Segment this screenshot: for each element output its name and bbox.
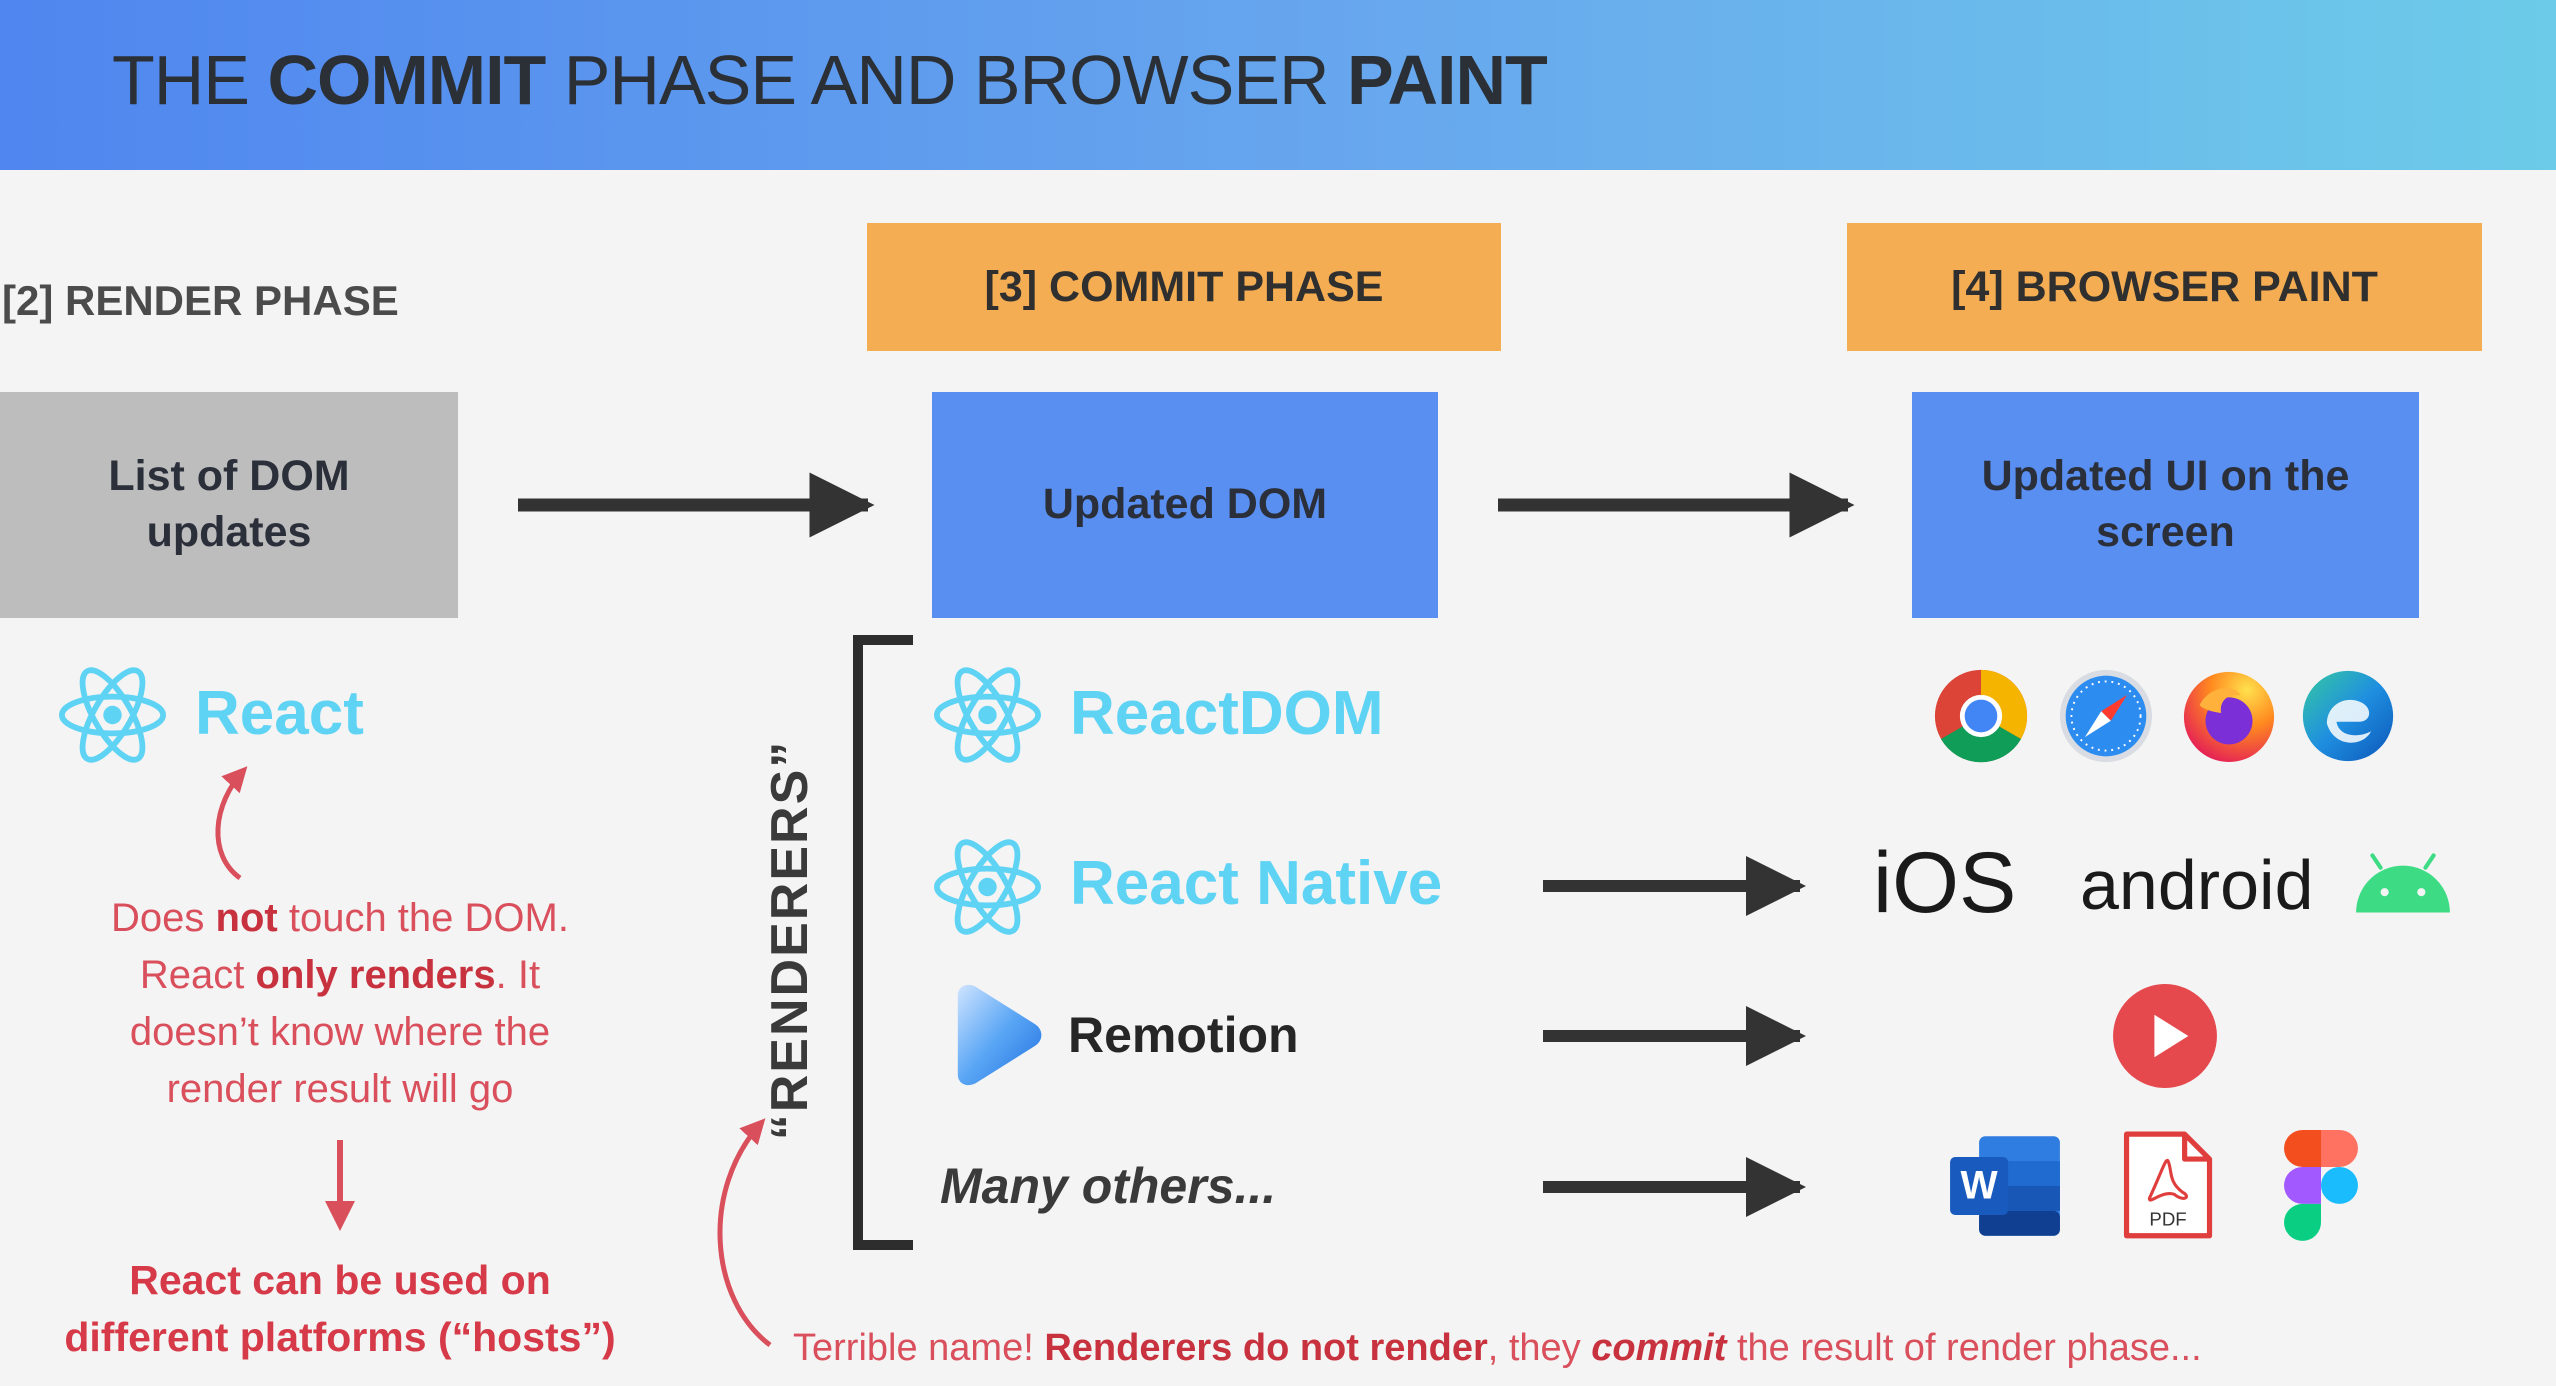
react-note: Does not touch the DOM. React only rende… [20, 890, 660, 1118]
footer-bold: Renderers do not render [1044, 1327, 1488, 1369]
title-part-bold: PAINT [1347, 41, 1548, 119]
updated-ui-box: Updated UI on the screen [1912, 392, 2419, 618]
android-robot-icon [2356, 853, 2450, 913]
figma-icon [2284, 1130, 2358, 1241]
react-label: React [195, 679, 364, 748]
title-part: THE [112, 41, 268, 119]
dom-updates-line: List of DOM [108, 452, 350, 501]
remotion-logo-icon [957, 984, 1042, 1086]
footer-part: the result of render phase... [1726, 1327, 2202, 1369]
hosts-note: React can be used on different platforms… [20, 1252, 660, 1366]
updated-ui-line: Updated UI on the [1981, 452, 2350, 501]
note-line: doesn’t know where the [129, 1010, 551, 1054]
curved-arrow-to-renderers [717, 1118, 772, 1347]
renderers-bracket [853, 635, 913, 1250]
title-part-bold: COMMIT [267, 41, 546, 119]
firefox-icon [2183, 671, 2275, 763]
note-part: Does [111, 896, 216, 940]
hosts-line: React can be used on [129, 1257, 551, 1303]
react-logo-icon [934, 667, 1041, 763]
note-bold: not [215, 896, 278, 940]
react-native-label: React Native [1070, 849, 1443, 918]
browser-paint-label: [4] BROWSER PAINT [1847, 223, 2482, 351]
android-label: android [2080, 846, 2314, 924]
react-logo-icon [59, 667, 166, 763]
dom-updates-line: updates [146, 508, 312, 556]
footer-part: Terrible name! [793, 1327, 1045, 1369]
word-icon: W [1950, 1136, 2060, 1236]
pdf-text: PDF [2149, 1208, 2186, 1229]
header-banner: THE COMMIT PHASE AND BROWSER PAINT [0, 0, 2556, 170]
dom-updates-box: List of DOM updates [0, 392, 458, 618]
note-part: . It [495, 953, 541, 997]
pdf-icon: PDF [2123, 1131, 2213, 1239]
footer-note: Terrible name! Renderers do not render, … [793, 1327, 2202, 1370]
page-title: THE COMMIT PHASE AND BROWSER PAINT [112, 40, 1548, 120]
hosts-line: different platforms (“hosts”) [64, 1314, 616, 1360]
main-arrows [518, 472, 1855, 1217]
play-video-icon [2113, 984, 2217, 1088]
remotion-label: Remotion [1068, 1007, 1299, 1063]
updated-dom-box: Updated DOM [932, 392, 1438, 618]
note-part: React [139, 953, 256, 997]
title-part: PHASE AND BROWSER [545, 41, 1348, 119]
chrome-icon [1934, 669, 2028, 763]
updated-ui-line: screen [2096, 508, 2235, 556]
safari-icon [2059, 669, 2153, 763]
edge-icon [2302, 670, 2394, 762]
react-logo-icon [934, 839, 1041, 935]
note-line: render result will go [166, 1067, 514, 1111]
footer-part: , they [1487, 1327, 1592, 1369]
word-letter: W [1961, 1163, 1999, 1207]
note-bold: only renders [255, 953, 496, 997]
footer-bold-italic: commit [1591, 1327, 1727, 1369]
render-phase-label: [2] RENDER PHASE [2, 277, 399, 324]
note-part: touch the DOM. [277, 896, 569, 940]
many-others-label: Many others... [940, 1158, 1277, 1214]
updated-dom-text: Updated DOM [1042, 480, 1328, 529]
ios-label: iOS [1873, 835, 2017, 931]
commit-phase-label: [3] COMMIT PHASE [867, 223, 1501, 351]
curved-arrow-to-react [215, 766, 248, 881]
reactdom-label: ReactDOM [1070, 679, 1384, 748]
renderers-label: “RENDERERS” [761, 739, 819, 1141]
